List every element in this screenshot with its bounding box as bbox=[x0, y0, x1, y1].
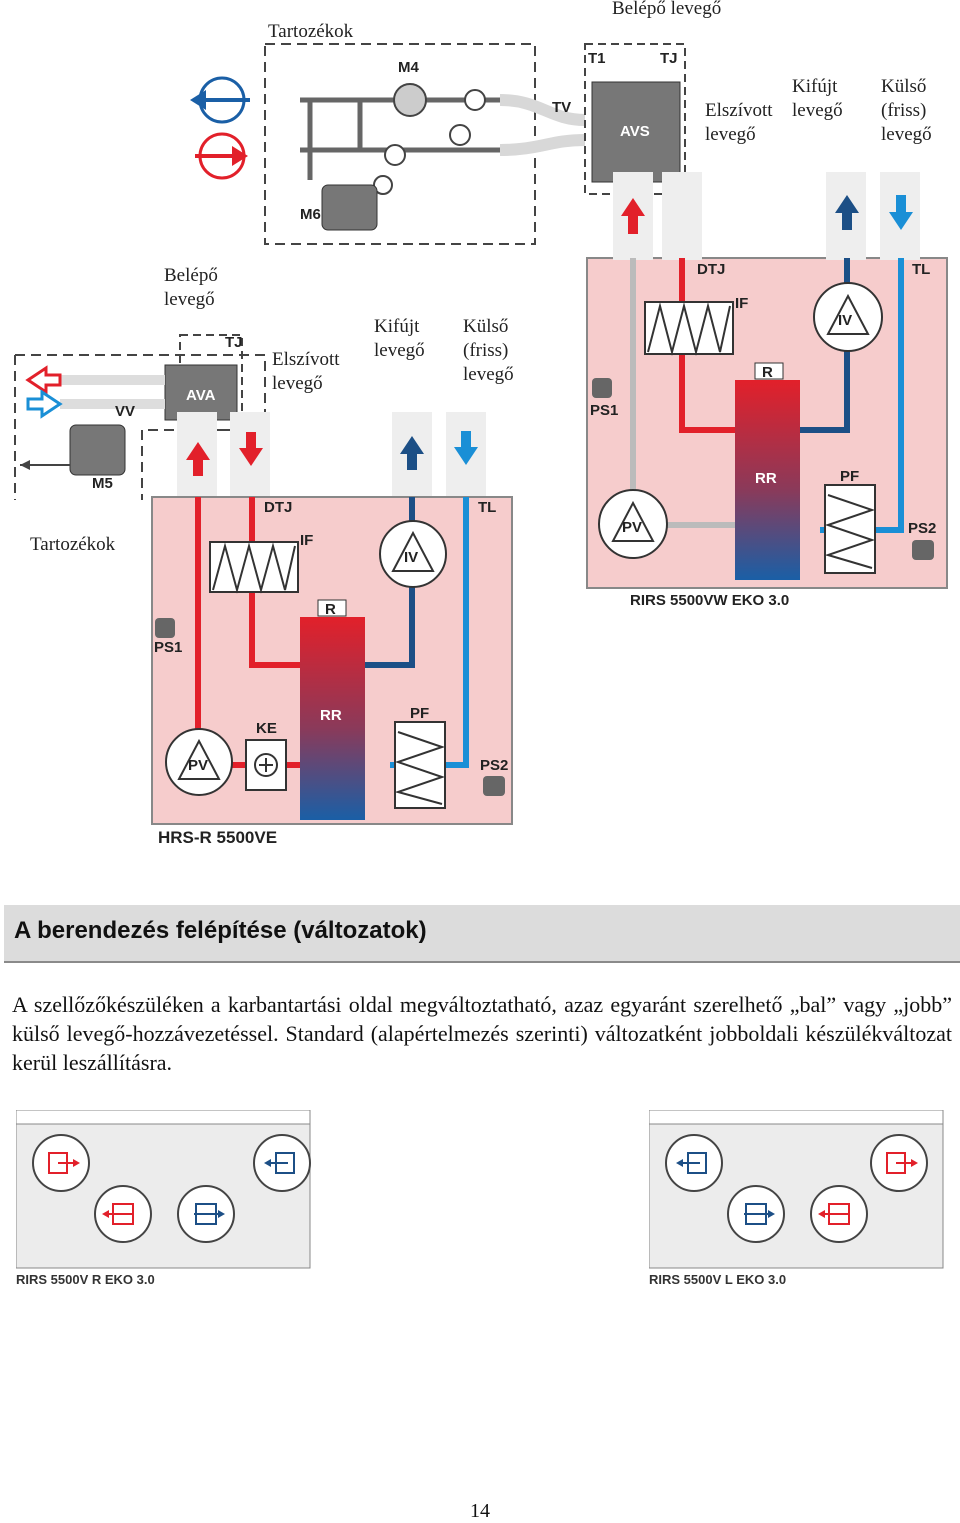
heat-exchanger-rr-top bbox=[735, 380, 800, 580]
arrow-up-blue-icon-bottom bbox=[400, 436, 424, 470]
page-number: 14 bbox=[470, 1500, 490, 1522]
sensor-ps2-bottom bbox=[483, 776, 505, 796]
tag-ps2-top: PS2 bbox=[908, 520, 936, 537]
diagram-top: M4 M6 TV AVS T1 TJ IF DTJ TL IV R bbox=[190, 43, 948, 589]
tag-r-bottom: R bbox=[325, 601, 336, 618]
variant-left-diagram bbox=[649, 1110, 944, 1269]
actuator-m6-icon bbox=[321, 184, 378, 231]
tag-m5: M5 bbox=[92, 475, 113, 492]
arrow-down-blue-icon bbox=[889, 195, 913, 230]
section-header: A berendezés felépítése (változatok) bbox=[4, 905, 960, 963]
gauge-icon bbox=[373, 175, 393, 195]
tag-ps2-bottom: PS2 bbox=[480, 757, 508, 774]
tag-rr-top: RR bbox=[755, 470, 777, 487]
sensor-ps1-top bbox=[592, 378, 612, 398]
arrow-left-red-icon bbox=[25, 365, 62, 395]
tag-pv-top: PV bbox=[622, 519, 642, 536]
tag-ke: KE bbox=[256, 720, 277, 737]
section-paragraph: A szellőzőkészüléken a karbantartási old… bbox=[12, 992, 952, 1075]
tag-if-bottom: IF bbox=[300, 532, 313, 549]
tag-tl-bottom: TL bbox=[478, 499, 496, 516]
tag-r-top: R bbox=[762, 364, 773, 381]
tag-ps1-bottom: PS1 bbox=[154, 639, 182, 656]
pump-m4-icon bbox=[393, 83, 427, 117]
tag-pf-bottom: PF bbox=[410, 705, 429, 722]
tag-t1: T1 bbox=[588, 50, 606, 67]
sensor-ps1-bottom bbox=[155, 618, 175, 638]
label-tartozekok-top: Tartozékok bbox=[268, 21, 354, 42]
tag-tj-top: TJ bbox=[660, 50, 678, 67]
arrow-down-red-icon bbox=[239, 432, 263, 466]
tag-iv-top: IV bbox=[838, 312, 852, 329]
variant-left-caption: RIRS 5500V L EKO 3.0 bbox=[649, 1272, 787, 1287]
model-caption-bottom: HRS-R 5500VE bbox=[158, 828, 278, 847]
tag-tv: TV bbox=[552, 99, 571, 116]
sensor-ps2-top bbox=[912, 540, 934, 560]
tag-dtj-top: DTJ bbox=[697, 261, 725, 278]
tag-ava: AVA bbox=[186, 387, 216, 404]
tag-m4: M4 bbox=[398, 59, 419, 76]
arrow-up-blue-icon bbox=[835, 195, 859, 230]
label-belepo-top: Belépő levegő bbox=[612, 0, 722, 19]
label-tartozekok-bottom: Tartozékok bbox=[30, 534, 116, 555]
variant-right-caption: RIRS 5500V R EKO 3.0 bbox=[16, 1272, 155, 1287]
label-kulso-bottom: Külső(friss)levegő bbox=[463, 316, 514, 385]
filter-pf-bottom bbox=[394, 721, 446, 809]
tag-iv-bottom: IV bbox=[404, 549, 418, 566]
tag-if-top: IF bbox=[735, 295, 748, 312]
section-title: A berendezés felépítése (változatok) bbox=[14, 917, 427, 944]
actuator-m5-icon bbox=[69, 424, 126, 476]
tag-vv: VV bbox=[115, 403, 135, 420]
duct-top-2 bbox=[662, 172, 702, 260]
tag-tl-top: TL bbox=[912, 261, 930, 278]
tag-ps1-top: PS1 bbox=[590, 402, 618, 419]
tag-avs: AVS bbox=[620, 123, 650, 140]
arrow-up-red-icon-bottom bbox=[186, 442, 210, 476]
arrow-down-blue-icon-bottom bbox=[454, 431, 478, 465]
filter-pf-top bbox=[824, 484, 876, 574]
arrow-up-red-icon bbox=[621, 198, 645, 234]
model-caption-top: RIRS 5500VW EKO 3.0 bbox=[630, 592, 790, 609]
tag-pv-bottom: PV bbox=[188, 757, 208, 774]
tag-pf-top: PF bbox=[840, 468, 859, 485]
gauge-icon bbox=[449, 124, 471, 146]
variant-right-diagram bbox=[16, 1110, 311, 1269]
gauge-icon bbox=[464, 89, 486, 111]
tag-m6: M6 bbox=[300, 206, 321, 223]
tag-tj-bottom: TJ bbox=[225, 334, 243, 351]
arrow-right-blue-icon bbox=[26, 389, 63, 419]
tag-rr-bottom: RR bbox=[320, 707, 342, 724]
heat-exchanger-rr-bottom bbox=[300, 617, 365, 820]
diagram-bottom: AVA TJ VV M5 DTJ TL IF IV R RR PF KE PV bbox=[14, 334, 513, 825]
label-kulso-top: Külső(friss)levegő bbox=[881, 76, 932, 145]
tag-dtj-bottom: DTJ bbox=[264, 499, 292, 516]
gauge-icon bbox=[384, 144, 406, 166]
